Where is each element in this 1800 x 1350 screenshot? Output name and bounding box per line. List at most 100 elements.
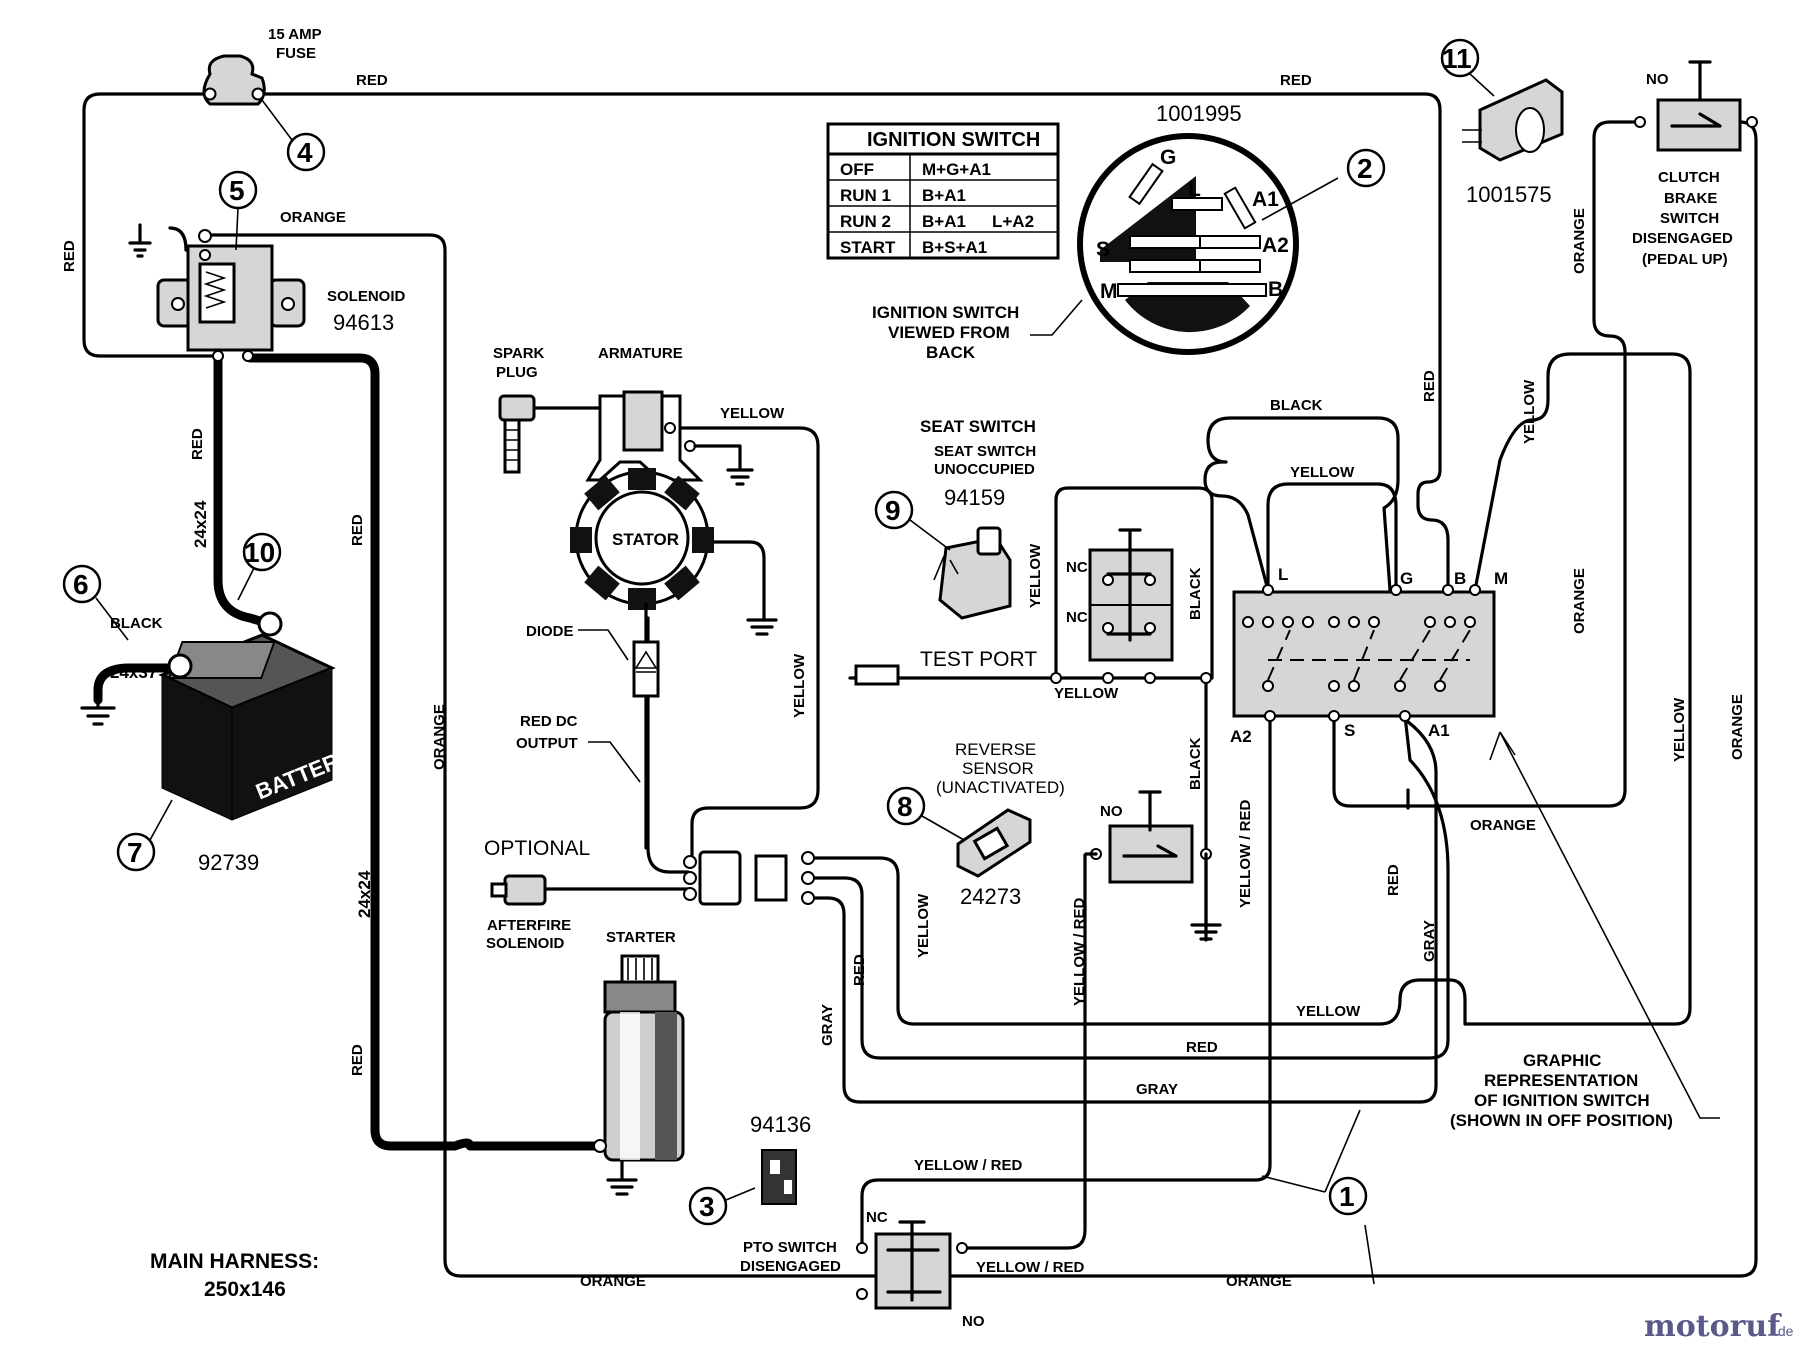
wire-label-yellow-8: YELLOW (1521, 379, 1538, 444)
wire-yellow-armature (668, 426, 820, 864)
wire-label-red-10: RED (1385, 864, 1402, 896)
ignition-switch-back: 1001995 G L A1 A2 S M B IGNITION SWITCH … (872, 101, 1339, 362)
reverse-sensor: REVERSE SENSOR (UNACTIVATED) 24273 NO (936, 740, 1222, 941)
ign-caption-2: VIEWED FROM (888, 323, 1010, 342)
wire-label-yellow-6: YELLOW (1027, 543, 1044, 608)
ignition-part: 1001995 (1156, 101, 1242, 126)
seat-title: SEAT SWITCH (920, 417, 1036, 436)
ign-term-a1: A1 (1252, 188, 1279, 211)
wire-label-yellow-2: YELLOW (791, 653, 808, 718)
graphic-term-b: B (1454, 569, 1466, 588)
wire-stator-ground (710, 540, 766, 622)
wire-yellow-red-2 (960, 853, 1087, 1250)
graphic-caption-1: GRAPHIC (1523, 1051, 1601, 1070)
callout-10: 10 (244, 537, 275, 568)
wire-label-orange-8: ORANGE (1226, 1273, 1292, 1290)
spark-plug-label-2: PLUG (496, 364, 538, 381)
graphic-term-g: G (1400, 569, 1413, 588)
reverse-part: 24273 (960, 884, 1021, 909)
clutch-brake-switch: 1001575 NO CLUTCH BRAKE SWITCH DISENGAGE… (1462, 60, 1758, 268)
spark-plug-label-1: SPARK (493, 345, 545, 362)
callout-6: 6 (73, 569, 89, 600)
wire-red-dc (646, 616, 690, 874)
fuse-label-2: FUSE (276, 45, 316, 62)
ign-term-m: M (1100, 280, 1118, 303)
stator-label: STATOR (612, 530, 679, 549)
ign-term-s: S (1096, 238, 1110, 261)
ign-row-3-conn: B+S+A1 (922, 238, 987, 257)
wire-yellow-top (1266, 482, 1398, 592)
wire-yellow-harness (806, 352, 1692, 1026)
wire-label-red-6: RED (349, 1044, 366, 1076)
seat-switch: SEAT SWITCH SEAT SWITCH UNOCCUPIED 94159… (854, 417, 1212, 686)
pto-label-1: PTO SWITCH (743, 1239, 837, 1256)
afterfire-label-1: AFTERFIRE (487, 917, 571, 934)
wire-label-yellow-red-2: YELLOW / RED (976, 1259, 1085, 1276)
wire-label-orange-7: ORANGE (580, 1273, 646, 1290)
wire-label-red-9: RED (1421, 370, 1438, 402)
battery-part: 92739 (198, 850, 259, 875)
callouts: 1 2 3 4 5 6 7 8 9 10 11 (62, 38, 1495, 1226)
wire-label-red-5: RED (349, 514, 366, 546)
pto-part: 94136 (750, 1112, 811, 1137)
red-dc-label-1: RED DC (520, 713, 578, 730)
ign-row-0-conn: M+G+A1 (922, 160, 991, 179)
callout-8: 8 (897, 791, 913, 822)
ignition-table: IGNITION SWITCH OFF M+G+A1 RUN 1 B+A1 RU… (826, 122, 1060, 260)
diode-label: DIODE (526, 623, 574, 640)
clutch-part: 1001575 (1466, 182, 1552, 207)
ign-term-b: B (1268, 278, 1283, 301)
wire-label-red-7: RED (851, 954, 868, 986)
pto-no: NO (962, 1313, 985, 1330)
ignition-table-title: IGNITION SWITCH (867, 129, 1040, 151)
graphic-caption-2: REPRESENTATION (1484, 1071, 1638, 1090)
optional-label: OPTIONAL (484, 837, 590, 860)
reverse-label-1: REVERSE (955, 740, 1036, 759)
callout-11: 11 (1442, 43, 1472, 74)
seat-part: 94159 (944, 485, 1005, 510)
wire-red-top (82, 92, 217, 358)
wire-label-yellow-7: YELLOW (1290, 464, 1355, 481)
wire-label-24x37: 24x37 (110, 663, 157, 682)
watermark-brand: motoruf (1644, 1309, 1782, 1344)
wire-label-red-4: RED (189, 428, 206, 460)
seat-nc-2: NC (1066, 609, 1088, 626)
solenoid-name: SOLENOID (327, 288, 406, 305)
ign-row-1-pos: RUN 1 (840, 186, 891, 205)
wire-label-yellow-3: YELLOW (915, 893, 932, 958)
red-dc-label-2: OUTPUT (516, 735, 578, 752)
wire-label-yellow-4: YELLOW (1296, 1003, 1361, 1020)
clutch-label-5: (PEDAL UP) (1642, 251, 1728, 268)
reverse-label-2: SENSOR (962, 759, 1034, 778)
wire-label-gray-3: GRAY (1421, 920, 1438, 962)
main-harness-label-2: 250x146 (204, 1278, 286, 1301)
wire-label-gray-1: GRAY (819, 1004, 836, 1046)
main-harness: MAIN HARNESS: 250x146 (150, 1109, 1375, 1301)
ign-row-2-extra: L+A2 (992, 212, 1034, 231)
fuse-label-1: 15 AMP (268, 26, 322, 43)
armature-label: ARMATURE (598, 345, 683, 362)
battery: BATTERY 92739 (80, 611, 356, 875)
ign-row-1-conn: B+A1 (922, 186, 966, 205)
wire-label-black-2: BLACK (1187, 567, 1204, 620)
wire-orange-solenoid (203, 120, 1758, 1278)
test-port-label: TEST PORT (920, 648, 1037, 671)
callout-5: 5 (229, 175, 245, 206)
seat-label-1: SEAT SWITCH (934, 443, 1036, 460)
wire-label-gray-2: GRAY (1136, 1081, 1178, 1098)
wire-label-yellow-5: YELLOW (1054, 685, 1119, 702)
ign-term-a2: A2 (1262, 234, 1289, 257)
ign-caption-1: IGNITION SWITCH (872, 303, 1019, 322)
ign-term-l: L (1188, 178, 1201, 201)
cable-24x24-starter (245, 353, 605, 1151)
wire-label-yellow-1: YELLOW (720, 405, 785, 422)
wire-label-yellow-red-4: YELLOW / RED (1237, 800, 1254, 909)
callout-3: 3 (699, 1191, 715, 1222)
reverse-no: NO (1100, 803, 1123, 820)
wire-label-orange-3: ORANGE (1571, 208, 1588, 274)
wire-gray-harness (806, 714, 1438, 1104)
wire-label-orange-1: ORANGE (280, 209, 346, 226)
clutch-label-3: SWITCH (1660, 210, 1719, 227)
